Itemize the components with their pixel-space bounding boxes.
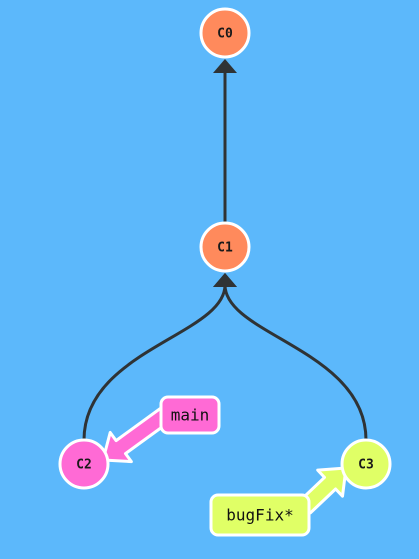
commit-node-c1[interactable]: C1 <box>199 221 251 273</box>
branch-label-box <box>159 395 221 435</box>
commit-label: C3 <box>358 458 374 473</box>
edges-layer <box>82 59 368 441</box>
commit-node-c0[interactable]: C0 <box>199 7 251 59</box>
branch-label-text: bugFix* <box>226 506 293 525</box>
branch-labels-layer: main bugFix* <box>159 395 311 537</box>
commit-node-c3[interactable]: C3 <box>340 438 392 490</box>
edge-c3-to-c1 <box>223 284 368 441</box>
edge-arrowhead-c1 <box>213 59 237 73</box>
edge-arrowhead-c3 <box>213 273 237 287</box>
commit-label: C1 <box>217 241 233 256</box>
branch-label-text: main <box>171 406 210 425</box>
commit-label: C0 <box>217 27 233 42</box>
commit-circle <box>199 221 251 273</box>
commit-circle <box>58 438 110 490</box>
edge-c2-to-c1 <box>82 284 227 441</box>
commit-circle <box>199 7 251 59</box>
branch-label-main[interactable]: main <box>159 395 221 435</box>
branch-label-box <box>209 493 311 537</box>
commit-node-c2[interactable]: C2 <box>58 438 110 490</box>
commit-circle <box>340 438 392 490</box>
commit-label: C2 <box>76 458 92 473</box>
branch-label-bugfix[interactable]: bugFix* <box>209 493 311 537</box>
